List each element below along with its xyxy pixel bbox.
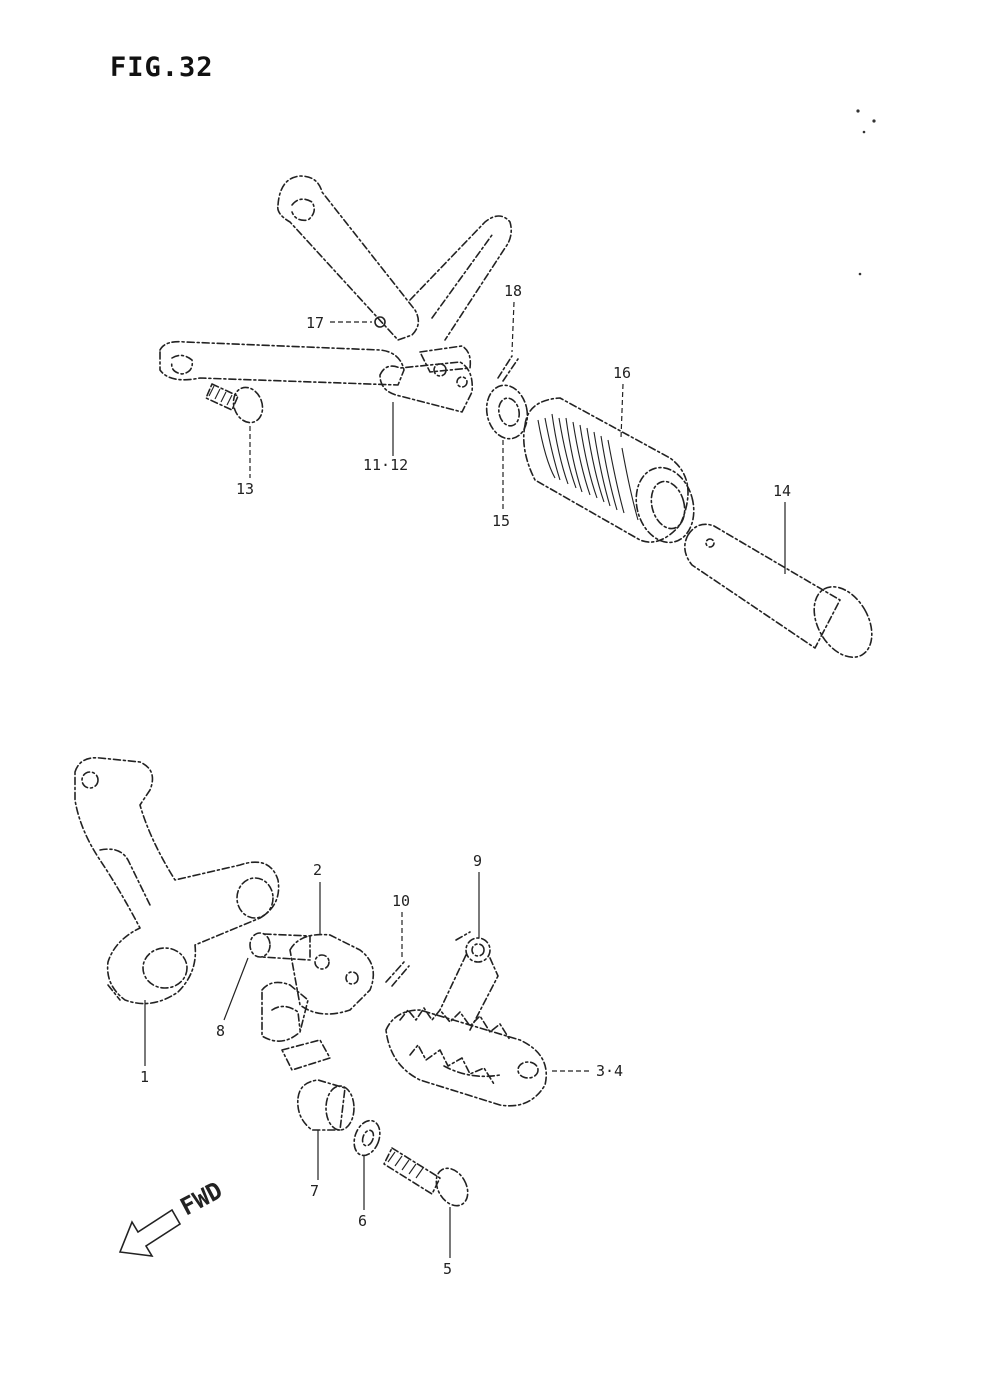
callout-11-12: 11·12 <box>363 456 408 474</box>
lower-callouts: 1 2 8 10 9 3·4 7 6 5 <box>140 852 623 1278</box>
footrest-rubber-16 <box>522 397 695 544</box>
callout-3-4: 3·4 <box>596 1062 623 1080</box>
clip-18 <box>497 355 519 382</box>
callout-15: 15 <box>492 512 510 530</box>
upper-callouts: 17 18 16 11·12 13 15 14 <box>236 282 791 574</box>
callout-7: 7 <box>310 1182 319 1200</box>
footrest-pin-14 <box>684 523 873 659</box>
fwd-label: FWD <box>176 1176 227 1221</box>
collar-7 <box>296 1079 355 1131</box>
callout-16: 16 <box>613 364 631 382</box>
callout-8: 8 <box>216 1022 225 1040</box>
washer-6 <box>353 1119 381 1157</box>
callout-1: 1 <box>140 1068 149 1086</box>
callout-6: 6 <box>358 1212 367 1230</box>
callout-9: 9 <box>473 852 482 870</box>
figure-title: FIG.32 <box>110 52 214 83</box>
spring-9 <box>439 931 499 1031</box>
washer-15 <box>485 384 529 440</box>
forward-arrow-icon <box>118 1208 182 1257</box>
callout-13: 13 <box>236 480 254 498</box>
callout-2: 2 <box>313 861 322 879</box>
bolt-13 <box>205 383 264 424</box>
forward-direction-indicator: FWD <box>118 1176 227 1257</box>
clip-10 <box>385 961 410 987</box>
front-footrest-bracket <box>74 756 280 1005</box>
callout-17: 17 <box>306 314 324 332</box>
callout-18: 18 <box>504 282 522 300</box>
rear-footrest-bracket <box>159 175 512 413</box>
scan-specks <box>856 109 876 276</box>
pivot-pin-8 <box>249 932 311 961</box>
callout-10: 10 <box>392 892 410 910</box>
callout-5: 5 <box>443 1260 452 1278</box>
front-footrest-3-4 <box>385 1007 547 1107</box>
bolt-5 <box>383 1147 469 1207</box>
footrest-arm-2 <box>261 933 375 1071</box>
callout-14: 14 <box>773 482 791 500</box>
